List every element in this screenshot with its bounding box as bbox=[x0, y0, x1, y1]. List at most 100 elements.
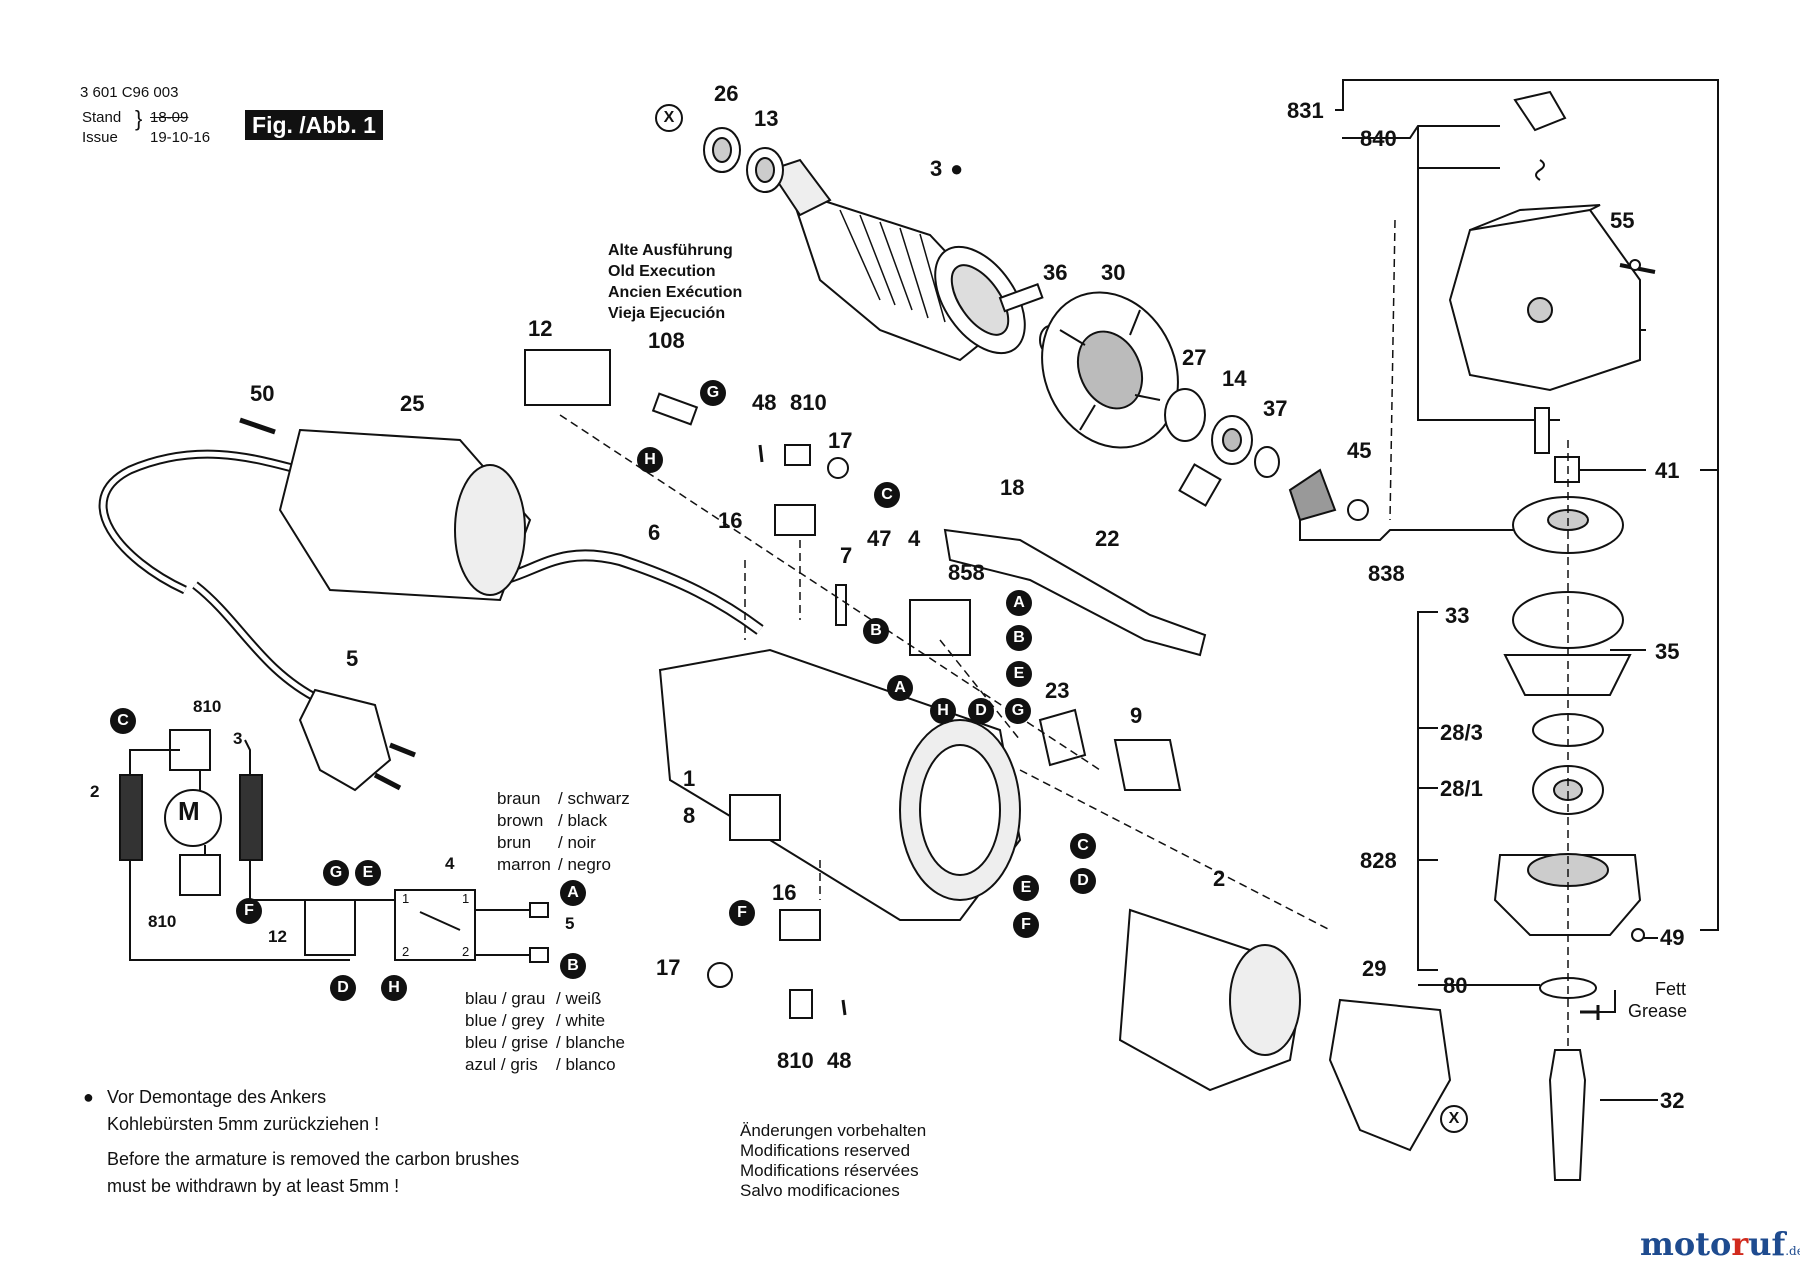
wire-c2a: brown bbox=[497, 811, 544, 830]
part-108: 108 bbox=[648, 328, 685, 353]
part-33: 33 bbox=[1445, 603, 1470, 628]
connector-h-schem: H bbox=[381, 975, 407, 1001]
spindle-lock bbox=[1534, 407, 1550, 454]
part-7: 7 bbox=[840, 543, 853, 568]
wire-c5b: / weiß bbox=[556, 989, 602, 1008]
wire-c7a: bleu / grise bbox=[465, 1033, 549, 1052]
connector-b-2: B bbox=[1006, 625, 1032, 651]
part-840: 840 bbox=[1360, 126, 1397, 151]
bracket-838 bbox=[1299, 520, 1540, 541]
part-23 bbox=[1038, 708, 1087, 767]
mod-en: Modifications reserved bbox=[740, 1141, 911, 1160]
part-47: 47 bbox=[867, 526, 892, 551]
part-9: 9 bbox=[1130, 703, 1143, 728]
bush-41 bbox=[1554, 456, 1580, 483]
wire-c6a: blue / grey bbox=[465, 1011, 545, 1030]
part-12: 12 bbox=[528, 316, 553, 341]
part-838: 838 bbox=[1368, 561, 1405, 586]
part-80: 80 bbox=[1443, 973, 1468, 998]
connector-d-bottom: D bbox=[1070, 868, 1096, 894]
note-en-1: Before the armature is removed the carbo… bbox=[107, 1149, 520, 1169]
part-14: 14 bbox=[1222, 366, 1247, 391]
watermark-logo: motoruf.de bbox=[1640, 1225, 1800, 1263]
connector-f-bottom: F bbox=[729, 900, 755, 926]
part-45: 45 bbox=[1347, 438, 1372, 463]
note-de-2: Kohlebürsten 5mm zurückziehen ! bbox=[107, 1114, 380, 1134]
connector-d-schem: D bbox=[330, 975, 356, 1001]
old-exec-fr: Ancien Exécution bbox=[608, 284, 743, 301]
part-17-bottom: 17 bbox=[656, 955, 681, 980]
connector-f-schem: F bbox=[236, 898, 262, 924]
clip bbox=[1513, 90, 1567, 132]
part-2: 2 bbox=[1213, 866, 1226, 891]
spring-17-top bbox=[827, 457, 849, 479]
stand-label: Stand bbox=[82, 109, 122, 126]
motor-symbol: M bbox=[178, 796, 200, 826]
part-32: 32 bbox=[1660, 1088, 1685, 1113]
part-35: 35 bbox=[1655, 639, 1680, 664]
wire-c3a: brun bbox=[497, 833, 532, 852]
brace: } bbox=[135, 106, 143, 131]
part-22: 22 bbox=[1095, 526, 1120, 551]
connector-h-top: H bbox=[637, 447, 663, 473]
part-48-top: 48 bbox=[752, 390, 777, 415]
screw-55 bbox=[1629, 259, 1641, 271]
mod-es: Salvo modificaciones bbox=[740, 1181, 900, 1200]
wire-c8a: azul / gris bbox=[465, 1055, 538, 1074]
connector-x-bottom: X bbox=[1440, 1105, 1468, 1133]
plug-5 bbox=[298, 688, 392, 792]
brush-holder-16-bottom bbox=[779, 909, 821, 941]
connector-c-top: C bbox=[874, 482, 900, 508]
mod-fr: Modifications réservées bbox=[740, 1161, 919, 1180]
issue-label: Issue bbox=[82, 129, 118, 146]
spindle-32 bbox=[1548, 1049, 1587, 1181]
grease-de: Fett bbox=[1655, 979, 1687, 999]
fan-30 bbox=[1041, 291, 1179, 449]
part-6: 6 bbox=[648, 520, 661, 545]
wire-c1a: braun bbox=[497, 789, 541, 808]
wire-c6b: / white bbox=[556, 1011, 606, 1030]
part-28-1: 28/1 bbox=[1440, 776, 1483, 801]
connector-c-bottom: C bbox=[1070, 833, 1096, 859]
wire-c5a: blau / grau bbox=[465, 989, 546, 1008]
bullet-3: ● bbox=[950, 156, 964, 181]
switch-4 bbox=[909, 599, 971, 656]
grease-en: Grease bbox=[1628, 1001, 1688, 1021]
part-25: 25 bbox=[400, 391, 425, 416]
note-en-2: must be withdrawn by at least 5mm ! bbox=[107, 1176, 400, 1196]
bullet-dot: ● bbox=[83, 1087, 94, 1107]
power-cable bbox=[98, 449, 302, 595]
part-17-top: 17 bbox=[828, 428, 853, 453]
suppressor-12 bbox=[524, 349, 611, 406]
terminal-2-right: 2 bbox=[462, 944, 470, 959]
bracket-840 bbox=[1342, 125, 1500, 139]
part-30: 30 bbox=[1101, 260, 1126, 285]
part-4: 4 bbox=[908, 526, 921, 551]
connector-b-1: B bbox=[863, 618, 889, 644]
fig-label: Fig. /Abb. 1 bbox=[245, 110, 383, 140]
part-27: 27 bbox=[1182, 345, 1207, 370]
connector-x-top: X bbox=[655, 104, 683, 132]
part-28-3: 28/3 bbox=[1440, 720, 1483, 745]
spring-17-bottom bbox=[707, 962, 733, 988]
label-8 bbox=[729, 794, 781, 841]
part-8: 8 bbox=[683, 803, 696, 828]
connector-f-bottom-2: F bbox=[1013, 912, 1039, 938]
note-de-1: Vor Demontage des Ankers bbox=[107, 1087, 327, 1107]
wire-c7b: / blanche bbox=[556, 1033, 625, 1052]
part-55: 55 bbox=[1610, 208, 1635, 233]
wire-c4b: / negro bbox=[558, 855, 611, 874]
issue-value: 19-10-16 bbox=[150, 129, 211, 146]
part-16-bottom: 16 bbox=[772, 880, 797, 905]
part-13: 13 bbox=[754, 106, 779, 131]
schem-5: 5 bbox=[565, 914, 575, 933]
part-7 bbox=[835, 584, 847, 626]
brush-holder-16-top bbox=[774, 504, 816, 536]
part-3: 3 bbox=[930, 156, 943, 181]
connector-e-1: E bbox=[1006, 661, 1032, 687]
connector-a-1: A bbox=[1006, 590, 1032, 616]
mod-de: Änderungen vorbehalten bbox=[740, 1121, 927, 1140]
terminal-1-right: 1 bbox=[462, 891, 470, 906]
part-18: 18 bbox=[1000, 475, 1025, 500]
wire-c4a: marron bbox=[497, 855, 551, 874]
